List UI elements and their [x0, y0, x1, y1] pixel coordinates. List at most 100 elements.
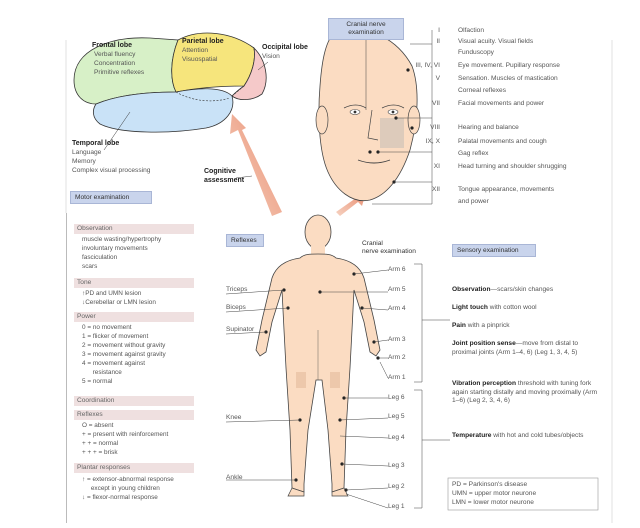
cognitive-label: assessment [204, 177, 245, 184]
occipital-lobe-title: Occipital lobe [262, 44, 308, 51]
reflex-label-biceps: Biceps [226, 304, 246, 311]
cranial-body-label: Cranial [362, 240, 383, 247]
reflex-label-ankle: Ankle [226, 474, 243, 481]
dermatome-label: Leg 1 [388, 503, 405, 510]
section-observation: Observation [74, 224, 194, 234]
sensory-item-text: with cotton wool [487, 304, 537, 311]
dermatome-leader-lines [320, 269, 389, 509]
motor-line: resistance [82, 369, 122, 376]
cranial-nerve-text: Funduscopy [458, 49, 494, 56]
cranial-nerve-number: VIII [430, 124, 440, 131]
sensory-item-title: Observation [452, 286, 491, 293]
cranial-nerve-text: Hearing and balance [458, 124, 519, 131]
section-power: Power [74, 312, 194, 322]
cranial-nerve-text: Palatal movements and cough [458, 138, 547, 145]
dermatome-label: Arm 1 [388, 374, 406, 381]
sensory-item-text: threshold with tuning fork again startin… [452, 380, 598, 405]
parietal-lobe-title: Parietal lobe [182, 38, 224, 45]
cranial-nerve-number: VII [431, 100, 440, 107]
temporal-item: Language [72, 149, 102, 156]
motor-line: ↑ = extensor-abnormal response [82, 476, 174, 483]
reflex-leader-lines [225, 289, 301, 481]
reflex-points [264, 272, 380, 492]
cranial-leader-lines [365, 30, 433, 205]
cranial-nerve-number: XI [433, 163, 440, 170]
legend-item: UMN = upper motor neurone [452, 490, 537, 497]
dermatome-label: Leg 3 [388, 462, 405, 469]
frontal-lobe-title: Frontal lobe [92, 42, 133, 49]
legend-item: LMN = lower motor neurone [452, 499, 534, 506]
motor-line: O = absent [82, 422, 114, 429]
sensory-title-box: Sensory examination [452, 244, 536, 257]
sensory-item-title: Vibration perception [452, 380, 516, 387]
motor-line: fasciculation [82, 254, 118, 261]
section-coordination: Coordination [74, 396, 194, 406]
cranial-nerve-text: Sensation. Muscles of mastication [458, 75, 558, 82]
section-tone: Tone [74, 278, 194, 288]
occipital-item: Vision [262, 53, 280, 60]
cranial-nerve-number: V [435, 75, 440, 82]
motor-line: muscle wasting/hypertrophy [82, 236, 162, 243]
motor-line: + = present with reinforcement [82, 431, 169, 438]
motor-line: 2 = movement without gravity [82, 342, 166, 349]
cranial-nerve-text: and power [458, 198, 489, 205]
motor-line: 1 = flicker of movement [82, 333, 149, 340]
sensory-item-text: —move from distal to proximal joints (Ar… [452, 340, 579, 356]
frontal-item: Concentration [94, 60, 136, 67]
motor-line: 4 = movement against [82, 360, 146, 367]
cranial-nerve-text: Facial movements and power [458, 100, 545, 107]
section-plantar: Plantar responses [74, 463, 194, 473]
cranial-title-box: Cranial nerve examination [328, 18, 404, 40]
motor-line: 3 = movement against gravity [82, 351, 166, 358]
dermatome-label: Leg 4 [388, 434, 405, 441]
cranial-nerve-text: Olfaction [458, 27, 485, 34]
reflexes-title-box: Reflexes [226, 234, 264, 247]
frontal-item: Primitive reflexes [94, 69, 145, 76]
cognitive-label: Cognitive [204, 168, 236, 175]
sensory-item: Light touch with cotton wool [452, 304, 602, 313]
motor-line: ↓Cerebellar or LMN lesion [82, 299, 156, 306]
sensory-item-text: —scars/skin changes [490, 286, 554, 293]
motor-line: + + = normal [82, 440, 119, 447]
dermatome-label: Arm 3 [388, 336, 406, 343]
motor-title-box: Motor examination [70, 191, 152, 204]
temporal-lobe [92, 88, 234, 133]
motor-line: ↑PD and UMN lesion [82, 290, 142, 297]
cranial-nerve-number: III, IV, VI [415, 62, 440, 69]
sensory-item-title: Temperature [452, 432, 492, 439]
sensory-item-text: with hot and cold tubes/objects [491, 432, 584, 439]
cranial-nerve-number: II [436, 38, 440, 45]
motor-line: involuntary movements [82, 245, 148, 252]
body-illustration [255, 214, 381, 497]
temporal-lobe-title: Temporal lobe [72, 140, 120, 147]
brain-illustration [73, 32, 269, 151]
sensory-item-text: with a pinprick [465, 322, 510, 329]
dermatome-label: Leg 2 [388, 483, 405, 490]
cranial-nerve-text: Gag reflex [458, 150, 489, 157]
cranial-nerve-number: I [438, 27, 440, 34]
dermatome-label: Leg 6 [388, 394, 405, 401]
dermatome-label: Arm 2 [388, 354, 406, 361]
sensory-item: Temperature with hot and cold tubes/obje… [452, 432, 602, 441]
cranial-nerve-text: Tongue appearance, movements [458, 186, 555, 193]
cranial-nerve-number: XII [431, 186, 440, 193]
motor-panel [66, 213, 194, 523]
sensory-item: Vibration perception threshold with tuni… [452, 380, 602, 406]
sensory-item-title: Pain [452, 322, 466, 329]
section-reflexes: Reflexes [74, 410, 194, 420]
dermatome-label: Arm 5 [388, 286, 406, 293]
dermatome-label: Arm 4 [388, 305, 406, 312]
sensory-item: Joint position sense—move from distal to… [452, 340, 602, 357]
reflex-label-supinator: Supinator [226, 326, 255, 333]
sensory-item: Pain with a pinprick [452, 322, 602, 331]
cranial-title-line: Cranial nerve [346, 21, 386, 28]
motor-line: except in young children [82, 485, 160, 492]
head-illustration [315, 28, 421, 202]
cranial-nerve-text: Eye movement. Pupillary response [458, 62, 560, 69]
cranial-nerve-text: Head turning and shoulder shrugging [458, 163, 567, 170]
reflex-label-triceps: Triceps [226, 286, 248, 293]
cranial-nerve-text: Corneal reflexes [458, 87, 507, 94]
motor-line: + + + = brisk [82, 449, 118, 456]
